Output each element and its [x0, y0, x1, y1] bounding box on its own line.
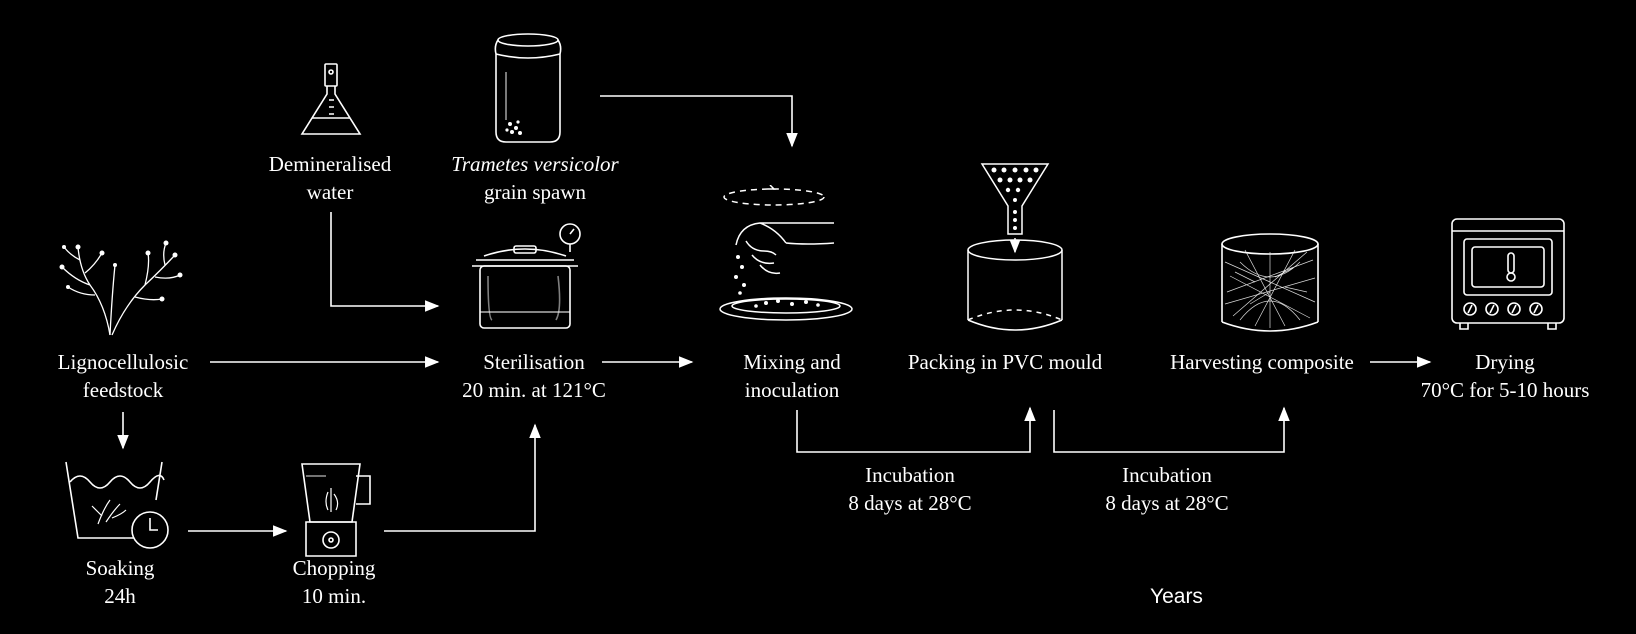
arrow-water-to-sterilisation: [330, 212, 440, 312]
flask-icon: [300, 63, 362, 135]
incubation-1-label: Incubation 8 days at 28°C: [848, 463, 972, 515]
arrow-mixing-to-packing: [796, 406, 1036, 453]
inoculation-hand-icon: [719, 185, 853, 321]
stray-label: Years: [1150, 585, 1203, 608]
mycelium-composite-icon: [1221, 233, 1319, 332]
arrow-packing-to-harvesting: [1053, 406, 1290, 453]
soaking-basin-icon: [65, 461, 169, 549]
blender-icon: [301, 463, 371, 557]
step-drying-label: Drying 70°C for 5-10 hours: [1420, 350, 1590, 402]
step-water-label: Demineralised water: [268, 152, 392, 204]
step-mixing-label: Mixing and inoculation: [743, 350, 841, 402]
step-harvesting-label: Harvesting composite: [1170, 350, 1354, 374]
step-feedstock-label: Lignocellulosic feedstock: [57, 350, 189, 402]
arrow-chopping-to-sterilisation: [384, 423, 541, 532]
step-spawn-label: Trametes versicolor grain spawn: [451, 152, 619, 204]
pressure-cooker-icon: [472, 223, 581, 329]
plant-icon: [59, 240, 183, 336]
arrow-spawn-to-mixing: [600, 95, 798, 148]
step-packing-label: Packing in PVC mould: [907, 350, 1103, 374]
oven-icon: [1451, 218, 1565, 330]
step-soaking-label: Soaking 24h: [85, 556, 155, 608]
pvc-mould-icon: [967, 163, 1063, 331]
spawn-jar-icon: [494, 33, 562, 143]
step-sterilisation-label: Sterilisation 20 min. at 121°C: [462, 350, 606, 402]
step-chopping-label: Chopping 10 min.: [292, 556, 376, 608]
incubation-2-label: Incubation 8 days at 28°C: [1105, 463, 1229, 515]
